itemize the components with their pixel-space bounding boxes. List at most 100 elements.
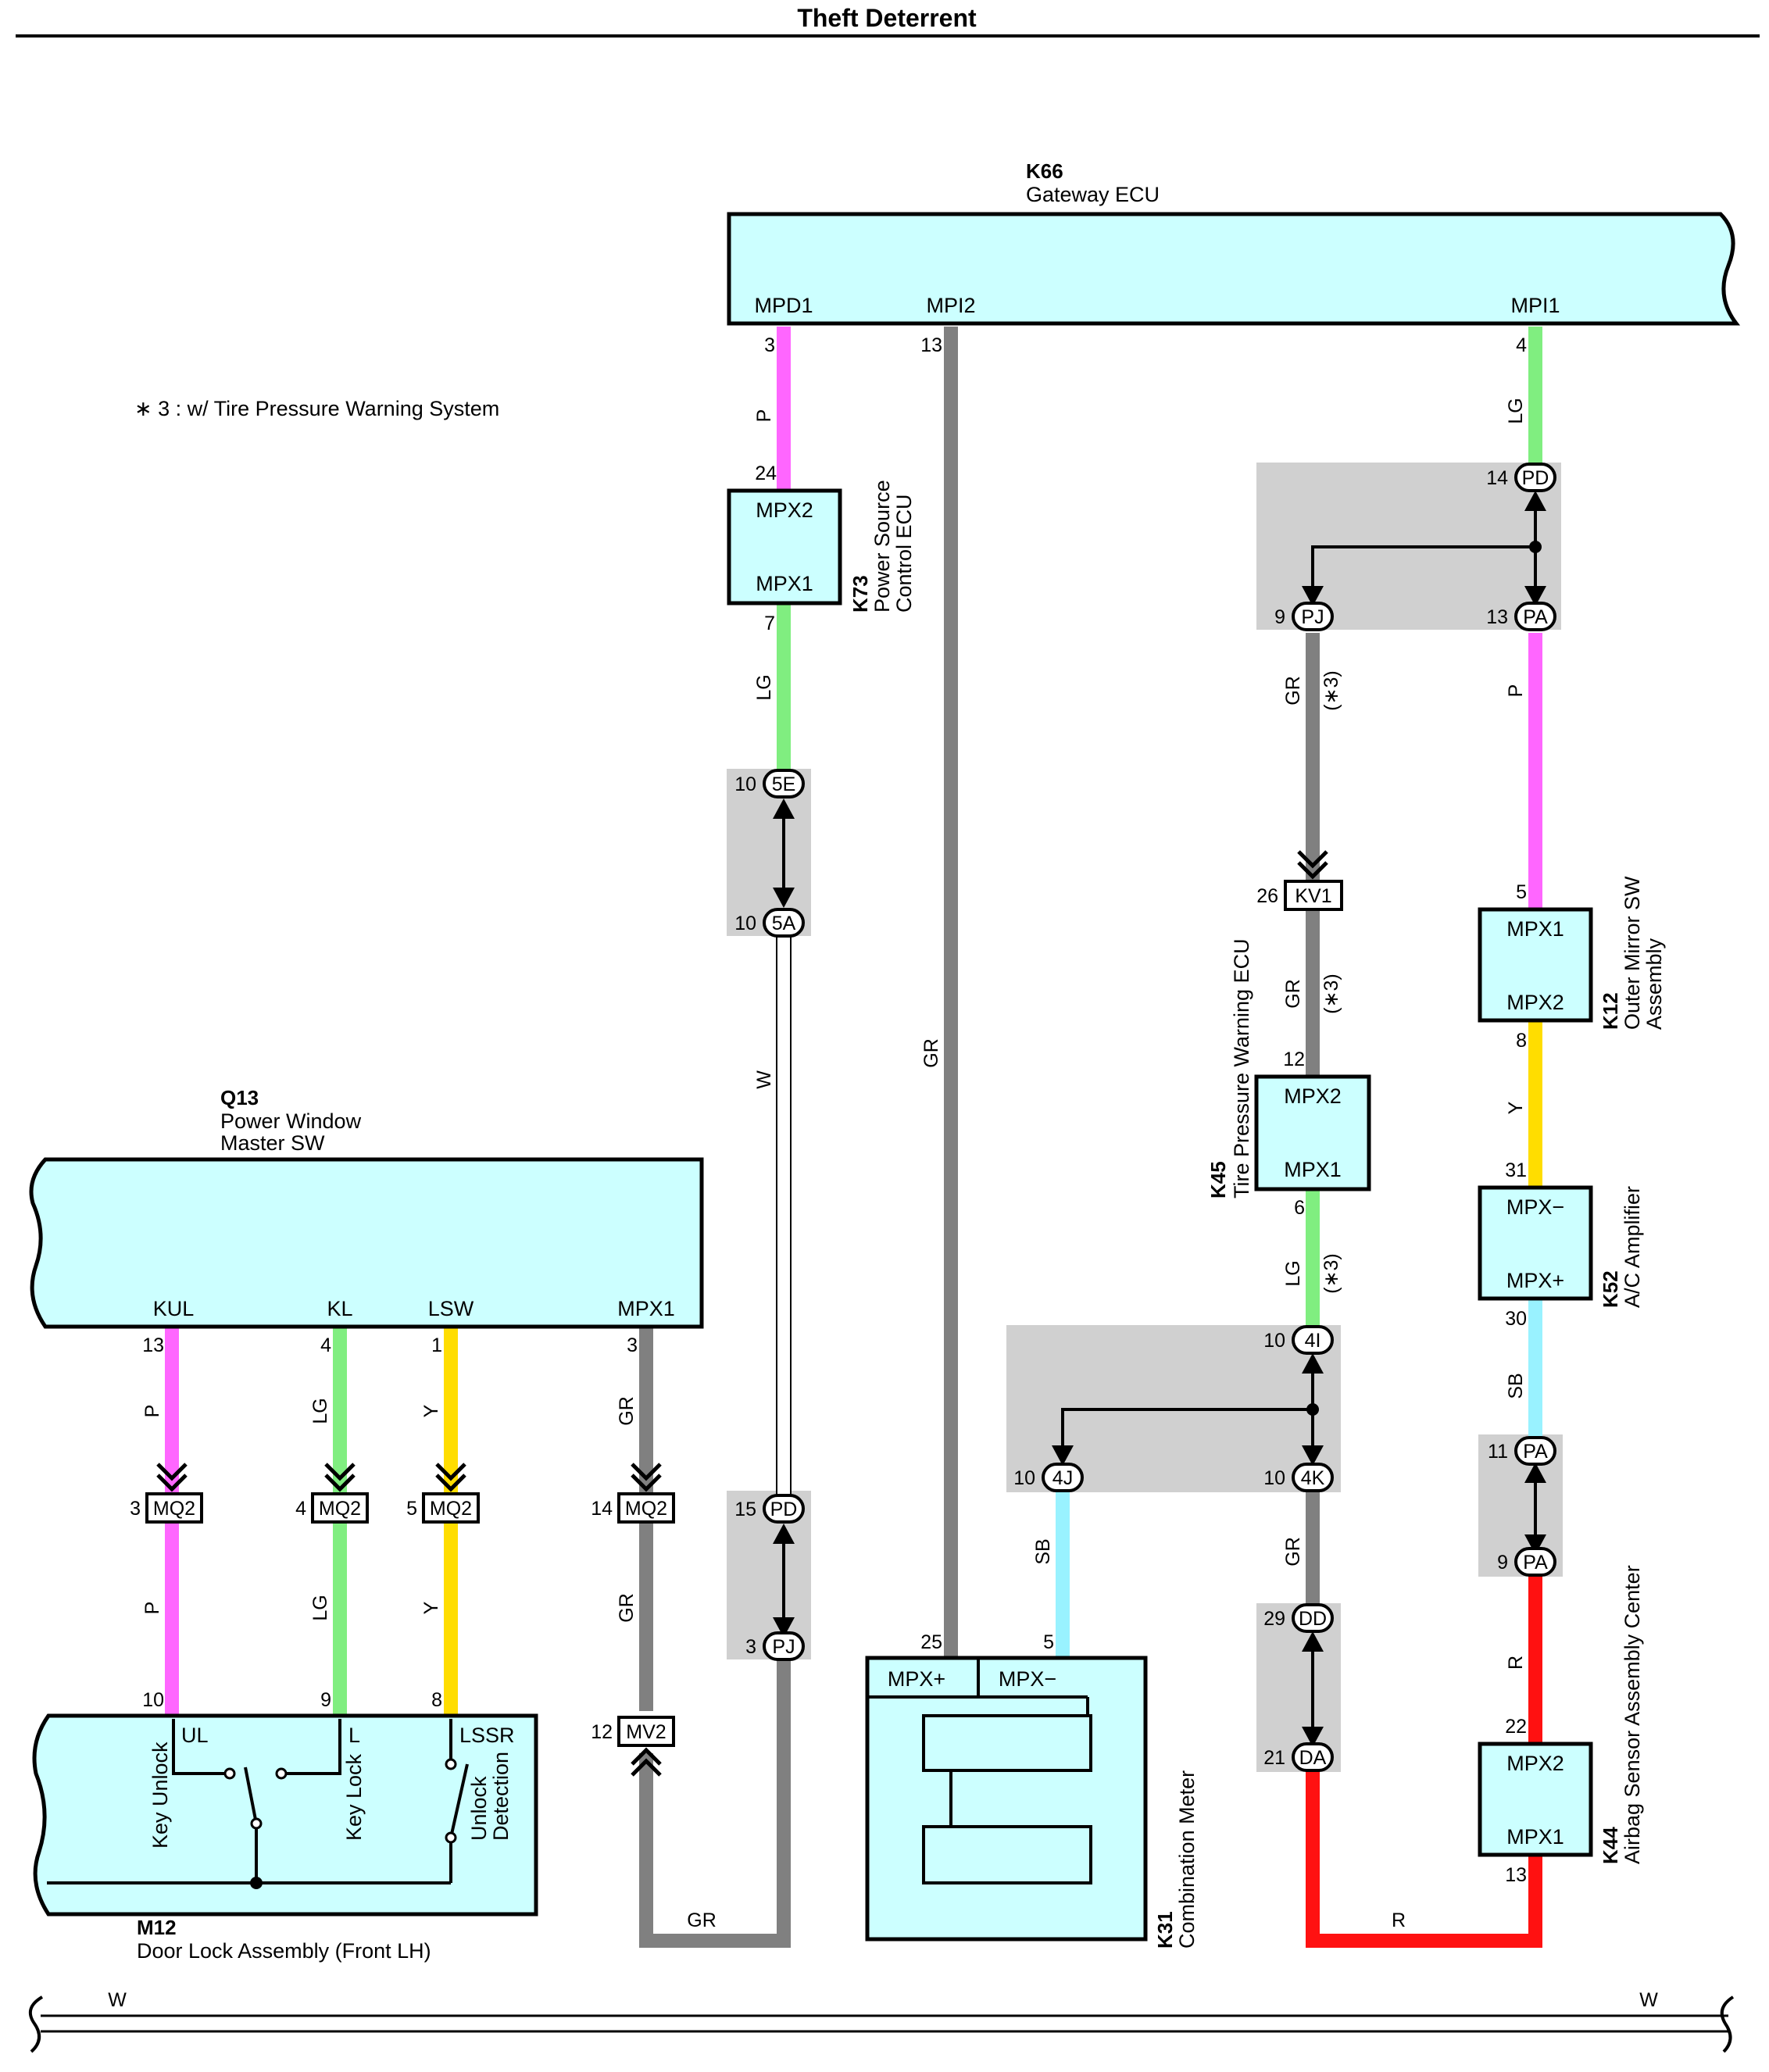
connector-label: PA (1523, 1552, 1548, 1574)
k44-name: Airbag Sensor Assembly Center (1621, 1565, 1644, 1864)
switch-contact (445, 1758, 457, 1770)
connector-4k (1292, 1463, 1334, 1492)
pin-number: 10 (1263, 1467, 1285, 1489)
component-k52 (1478, 1185, 1593, 1301)
oval-connectors: 5E 5A PD PJ PD PJ PA 4I 4J 4K DD DA PA P… (763, 463, 1556, 1772)
k45-pin-mpx2: MPX2 (1284, 1084, 1342, 1108)
k12-name1: Outer Mirror SW (1621, 876, 1644, 1030)
wire-code: P (1505, 684, 1527, 698)
component-k31 (865, 1656, 1148, 1942)
wire-code: GR (1282, 979, 1304, 1009)
pin-number: 6 (1294, 1197, 1305, 1219)
k52-code: K52 (1599, 1270, 1622, 1308)
k44-code: K44 (1599, 1827, 1622, 1864)
connector-label: PJ (1301, 606, 1324, 628)
pin-number: 5 (1043, 1631, 1054, 1653)
k45-code: K45 (1206, 1161, 1230, 1199)
connector-label: 4J (1052, 1467, 1073, 1489)
pin-number: 9 (1497, 1552, 1508, 1574)
connector-label: 4I (1305, 1330, 1321, 1352)
k66-name: Gateway ECU (1026, 183, 1160, 206)
pin-number: 22 (1505, 1716, 1527, 1738)
k73-code: K73 (849, 575, 872, 613)
k12-name2: Assembly (1642, 938, 1666, 1030)
bus-break-right (1720, 1995, 1735, 2053)
pin-number: 13 (920, 334, 942, 356)
component-k44 (1478, 1742, 1593, 1857)
connector-4j (1042, 1463, 1084, 1492)
connector-mq2 (617, 1492, 675, 1524)
junction-dd-da (1256, 1603, 1341, 1772)
connector-label: MQ2 (319, 1498, 361, 1520)
k45-pin-mpx1: MPX1 (1284, 1158, 1342, 1181)
wire-code: Y (1505, 1101, 1527, 1114)
pin-number: 3 (745, 1636, 756, 1658)
switch-contact (250, 1817, 263, 1830)
pin-number: 13 (1505, 1864, 1527, 1886)
pin-number: 8 (1516, 1030, 1527, 1052)
junction-arrows (773, 491, 1546, 1747)
junction-links (782, 497, 1537, 1739)
k66-code: K66 (1026, 159, 1063, 183)
connector-pd (1514, 463, 1556, 492)
wire-code: GR (616, 1396, 638, 1426)
connector-label: DD (1299, 1608, 1327, 1630)
connector-kv1 (1284, 880, 1343, 911)
k66-pin-mpi2: MPI2 (926, 294, 975, 317)
q13-pin-mpx1: MPX1 (617, 1297, 675, 1320)
pin-number: 24 (755, 463, 777, 484)
wire-code: GR (1282, 1537, 1304, 1567)
pin-number: 5 (1516, 881, 1527, 903)
pin-number: 4 (320, 1334, 331, 1356)
q13-name1: Power Window (220, 1109, 362, 1133)
pin-number: 4 (1516, 334, 1527, 356)
wire-code: SB (1032, 1538, 1054, 1564)
connector-mq2 (311, 1492, 369, 1524)
wire-color-codes: P LG W GR LG P Y SB R GR (∗3) GR (∗3) LG… (141, 398, 1527, 1931)
page-title: Theft Deterrent (797, 4, 977, 32)
wire-code: GR (920, 1038, 942, 1068)
connector-mq2 (422, 1492, 480, 1524)
pin-number: 1 (431, 1334, 442, 1356)
connector-label: PD (770, 1499, 798, 1520)
q13-name2: Master SW (220, 1131, 325, 1155)
wire-code: W (753, 1070, 775, 1089)
connector-label: PJ (772, 1636, 795, 1658)
connector-mv2 (617, 1716, 675, 1747)
m12-switch-circuit (47, 1719, 469, 1884)
connector-pj-lower (763, 1631, 805, 1661)
k45-name: Tire Pressure Warning ECU (1230, 938, 1253, 1199)
wire-code: R (1505, 1656, 1527, 1670)
wire-gr-mv2-pj (639, 1659, 791, 1948)
component-k12 (1478, 907, 1593, 1023)
connector-pa-lower (1514, 1547, 1556, 1577)
pin-number: 3 (764, 334, 775, 356)
k12-code: K12 (1599, 992, 1622, 1030)
connector-label: PA (1523, 606, 1548, 628)
m12-code: M12 (137, 1916, 177, 1939)
k31-internal-block (922, 1825, 1092, 1884)
wire-code: R (1392, 1909, 1406, 1931)
component-q13 (29, 1157, 704, 1329)
connector-label: MQ2 (153, 1498, 195, 1520)
pin-number: 29 (1263, 1608, 1285, 1630)
connector-pa (1514, 602, 1556, 631)
component-m12 (32, 1713, 538, 1917)
bus-wire-code: W (1639, 1989, 1658, 2011)
pin-number: 21 (1263, 1747, 1285, 1769)
connector-label: DA (1299, 1747, 1327, 1769)
wire-option-tag: (∗3) (1320, 670, 1342, 711)
k31-pin-mpxp: MPX+ (888, 1667, 945, 1691)
k12-pin-mpx2: MPX2 (1506, 991, 1564, 1014)
connector-pj (1292, 602, 1334, 631)
k52-pin-mpxm: MPX− (1506, 1195, 1564, 1219)
pin-number: 25 (920, 1631, 942, 1653)
wire-option-tag: (∗3) (1320, 973, 1342, 1014)
k31-pin-mpxm: MPX− (999, 1667, 1056, 1691)
splice-dot (250, 1877, 263, 1889)
pin-numbers: 3 24 7 10 10 13 4 14 9 13 26 12 6 5 8 31… (130, 334, 1527, 1886)
connector-label: KV1 (1295, 885, 1331, 907)
component-k45 (1254, 1074, 1371, 1191)
pin-number: 9 (320, 1689, 331, 1711)
